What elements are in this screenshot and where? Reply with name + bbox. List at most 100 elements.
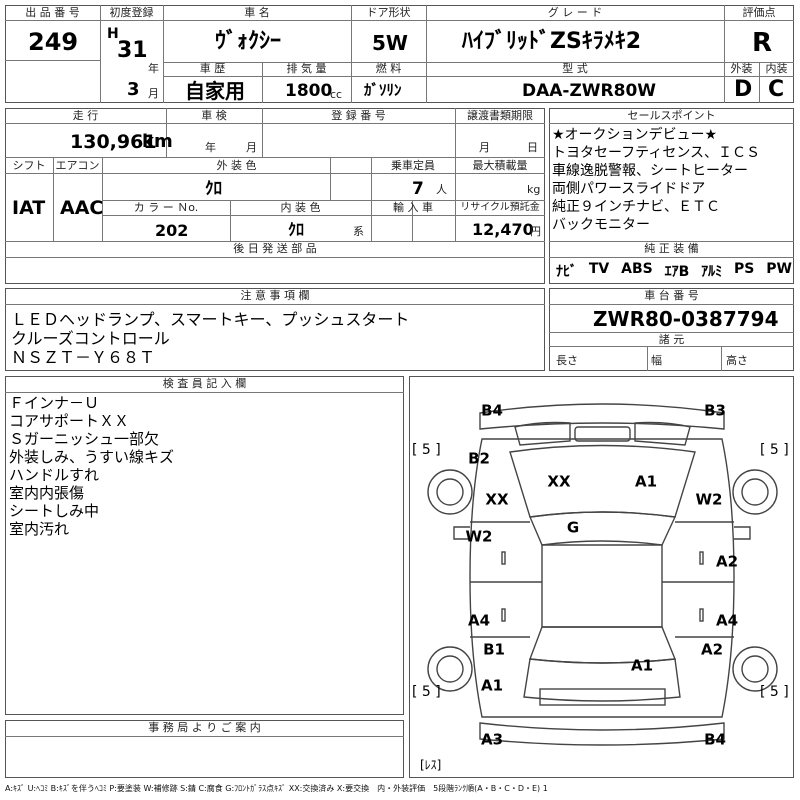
sales-points-label: セールスポイント [627, 109, 716, 122]
model-label: 型 式 [562, 62, 588, 75]
chassis-label: 車 台 番 号 [644, 289, 699, 302]
year-unit: 年 [148, 62, 159, 75]
recycle-deposit: 12,470 [472, 220, 534, 239]
mark-quarter-left: B1 [483, 640, 505, 659]
inspector-section [5, 376, 404, 715]
interior-color-suffix: 系 [353, 225, 364, 238]
interior-color: ｸﾛ [288, 220, 305, 239]
transfer-day-unit: 日 [527, 141, 538, 154]
exterior-color-label: 外 装 色 [216, 159, 257, 172]
tire-front-left: [ 5 ] [412, 442, 441, 458]
tire-front-right: [ 5 ] [760, 442, 789, 458]
mark-bonnet-right: A1 [634, 472, 658, 491]
sales-points-section [549, 108, 794, 284]
inspection-year-unit: 年 [205, 141, 216, 154]
color-number-label: カ ラ ー Ｎo. [133, 201, 199, 214]
details-section [5, 108, 545, 284]
door-type: 5W [372, 31, 408, 55]
exterior-grade-label: 外装 [730, 62, 753, 75]
chassis-number: ZWR80-0387794 [593, 307, 779, 331]
inspection-label: 車 検 [201, 109, 227, 122]
car-diagram: B4 B3 [ 5 ] [ 5 ] B2 XX XX A1 W2 G W2 A2… [409, 376, 794, 778]
recycle-label: リサイクル預託金 [460, 202, 540, 213]
capacity-unit: 人 [436, 183, 447, 196]
exterior-grade: D [734, 77, 753, 102]
mark-front-door-left: W2 [465, 527, 493, 546]
mileage-unit: km [142, 131, 173, 152]
inspector-label: 検 査 員 記 入 欄 [162, 377, 247, 390]
notes-section [5, 288, 545, 371]
shift-label: シフト [12, 159, 46, 172]
mark-top-left: B4 [481, 401, 503, 420]
mark-bottom-left: A3 [480, 730, 504, 749]
displacement-unit: cc [330, 88, 343, 101]
equipment-navi: ﾅﾋﾞ [556, 264, 577, 280]
notes-text: ＬＥＤヘッドランプ、スマートキー、プッシュスタート クルーズコントロール ＮＳＺ… [11, 310, 410, 367]
max-load-unit: kg [527, 183, 541, 196]
specs-label: 諸 元 [658, 333, 685, 346]
mark-tailgate: A1 [630, 656, 654, 675]
history-label: 車 歴 [199, 62, 226, 75]
spare-tire-mark: [ﾚｽ] [420, 758, 442, 772]
inspection-month-unit: 月 [246, 141, 257, 154]
exterior-color: ｸﾛ [205, 179, 222, 199]
color-number: 202 [155, 221, 189, 240]
equipment-airbag: ｴｱB [664, 264, 690, 280]
max-load-label: 最大積載量 [472, 159, 528, 172]
lot-label: 出 品 番 号 [25, 6, 80, 19]
later-parts-label: 後 日 発 送 部 品 [233, 242, 317, 255]
mark-rear-bumper-left: A1 [480, 676, 504, 695]
door-label: ドア形状 [366, 6, 411, 19]
import-label: 輸 入 車 [393, 201, 433, 214]
car-name-label: 車 名 [244, 6, 270, 19]
mark-core-support: XX [485, 490, 509, 509]
mark-rear-door-right: A4 [715, 611, 739, 630]
history: 自家用 [185, 79, 245, 103]
recycle-unit: 円 [530, 225, 541, 238]
sales-points-text: ★オークションデビュー★ トヨタセーフティセンス、ＩＣＳ 車線逸脱警報、シートヒ… [552, 127, 761, 233]
mileage: 130,961 [70, 131, 157, 153]
grade-label: グ レ ー ド [547, 6, 603, 19]
capacity-label: 乗車定員 [391, 159, 435, 172]
fuel-label: 燃 料 [375, 62, 402, 75]
mark-rear-door-left: A4 [467, 611, 491, 630]
equipment-abs: ABS [621, 261, 653, 277]
first-registration-label: 初度登録 [109, 6, 154, 19]
chassis-section [549, 288, 794, 371]
mark-roof: G [566, 518, 580, 537]
score: R [752, 28, 773, 58]
interior-color-label: 内 装 色 [280, 201, 321, 214]
month-unit: 月 [148, 87, 159, 100]
length-label: 長さ [556, 354, 578, 367]
inspector-text: Ｆインナ－Ｕ コアサポートＸＸ Ｓガーニッシュ一部欠 外装しみ、うすい線キズ ハ… [9, 394, 175, 538]
interior-grade: C [768, 77, 785, 102]
capacity: 7 [412, 179, 424, 199]
office-label: 事 務 局 よ り ご 案 内 [148, 721, 261, 734]
mark-front-door-right: A2 [715, 552, 739, 571]
equipment-pw: PW [766, 261, 792, 277]
interior-grade-label: 内装 [765, 62, 788, 75]
displacement-label: 排 気 量 [286, 62, 327, 75]
registration-number-label: 登 録 番 号 [331, 109, 386, 122]
equipment-ps: PS [734, 261, 755, 277]
transfer-month-unit: 月 [479, 141, 490, 154]
registration-month: 3 [127, 79, 140, 100]
score-label: 評価点 [742, 6, 776, 19]
transfer-deadline-label: 譲渡書類期限 [467, 109, 533, 122]
model-code: DAA-ZWR80W [522, 81, 657, 101]
width-label: 幅 [651, 354, 662, 367]
header-section [5, 5, 794, 103]
equipment-list: ﾅﾋﾞ TV ABS ｴｱB ｱﾙﾐ PS PW [556, 261, 792, 281]
shift: IAT [12, 197, 46, 219]
office-section [5, 720, 404, 778]
tire-rear-right: [ 5 ] [760, 684, 789, 700]
car-outline [427, 403, 778, 746]
grade: ﾊｲﾌﾞﾘｯﾄﾞZSｷﾗﾒｷ2 [462, 29, 642, 54]
mark-bonnet-left: XX [547, 472, 571, 491]
notes-label: 注 意 事 項 欄 [240, 289, 310, 302]
displacement: 1800 [285, 81, 333, 101]
aircon-label: エアコン [55, 159, 100, 172]
aircon: AAC [60, 197, 104, 219]
mark-quarter-right: A2 [700, 640, 724, 659]
registration-year: 31 [117, 38, 148, 63]
